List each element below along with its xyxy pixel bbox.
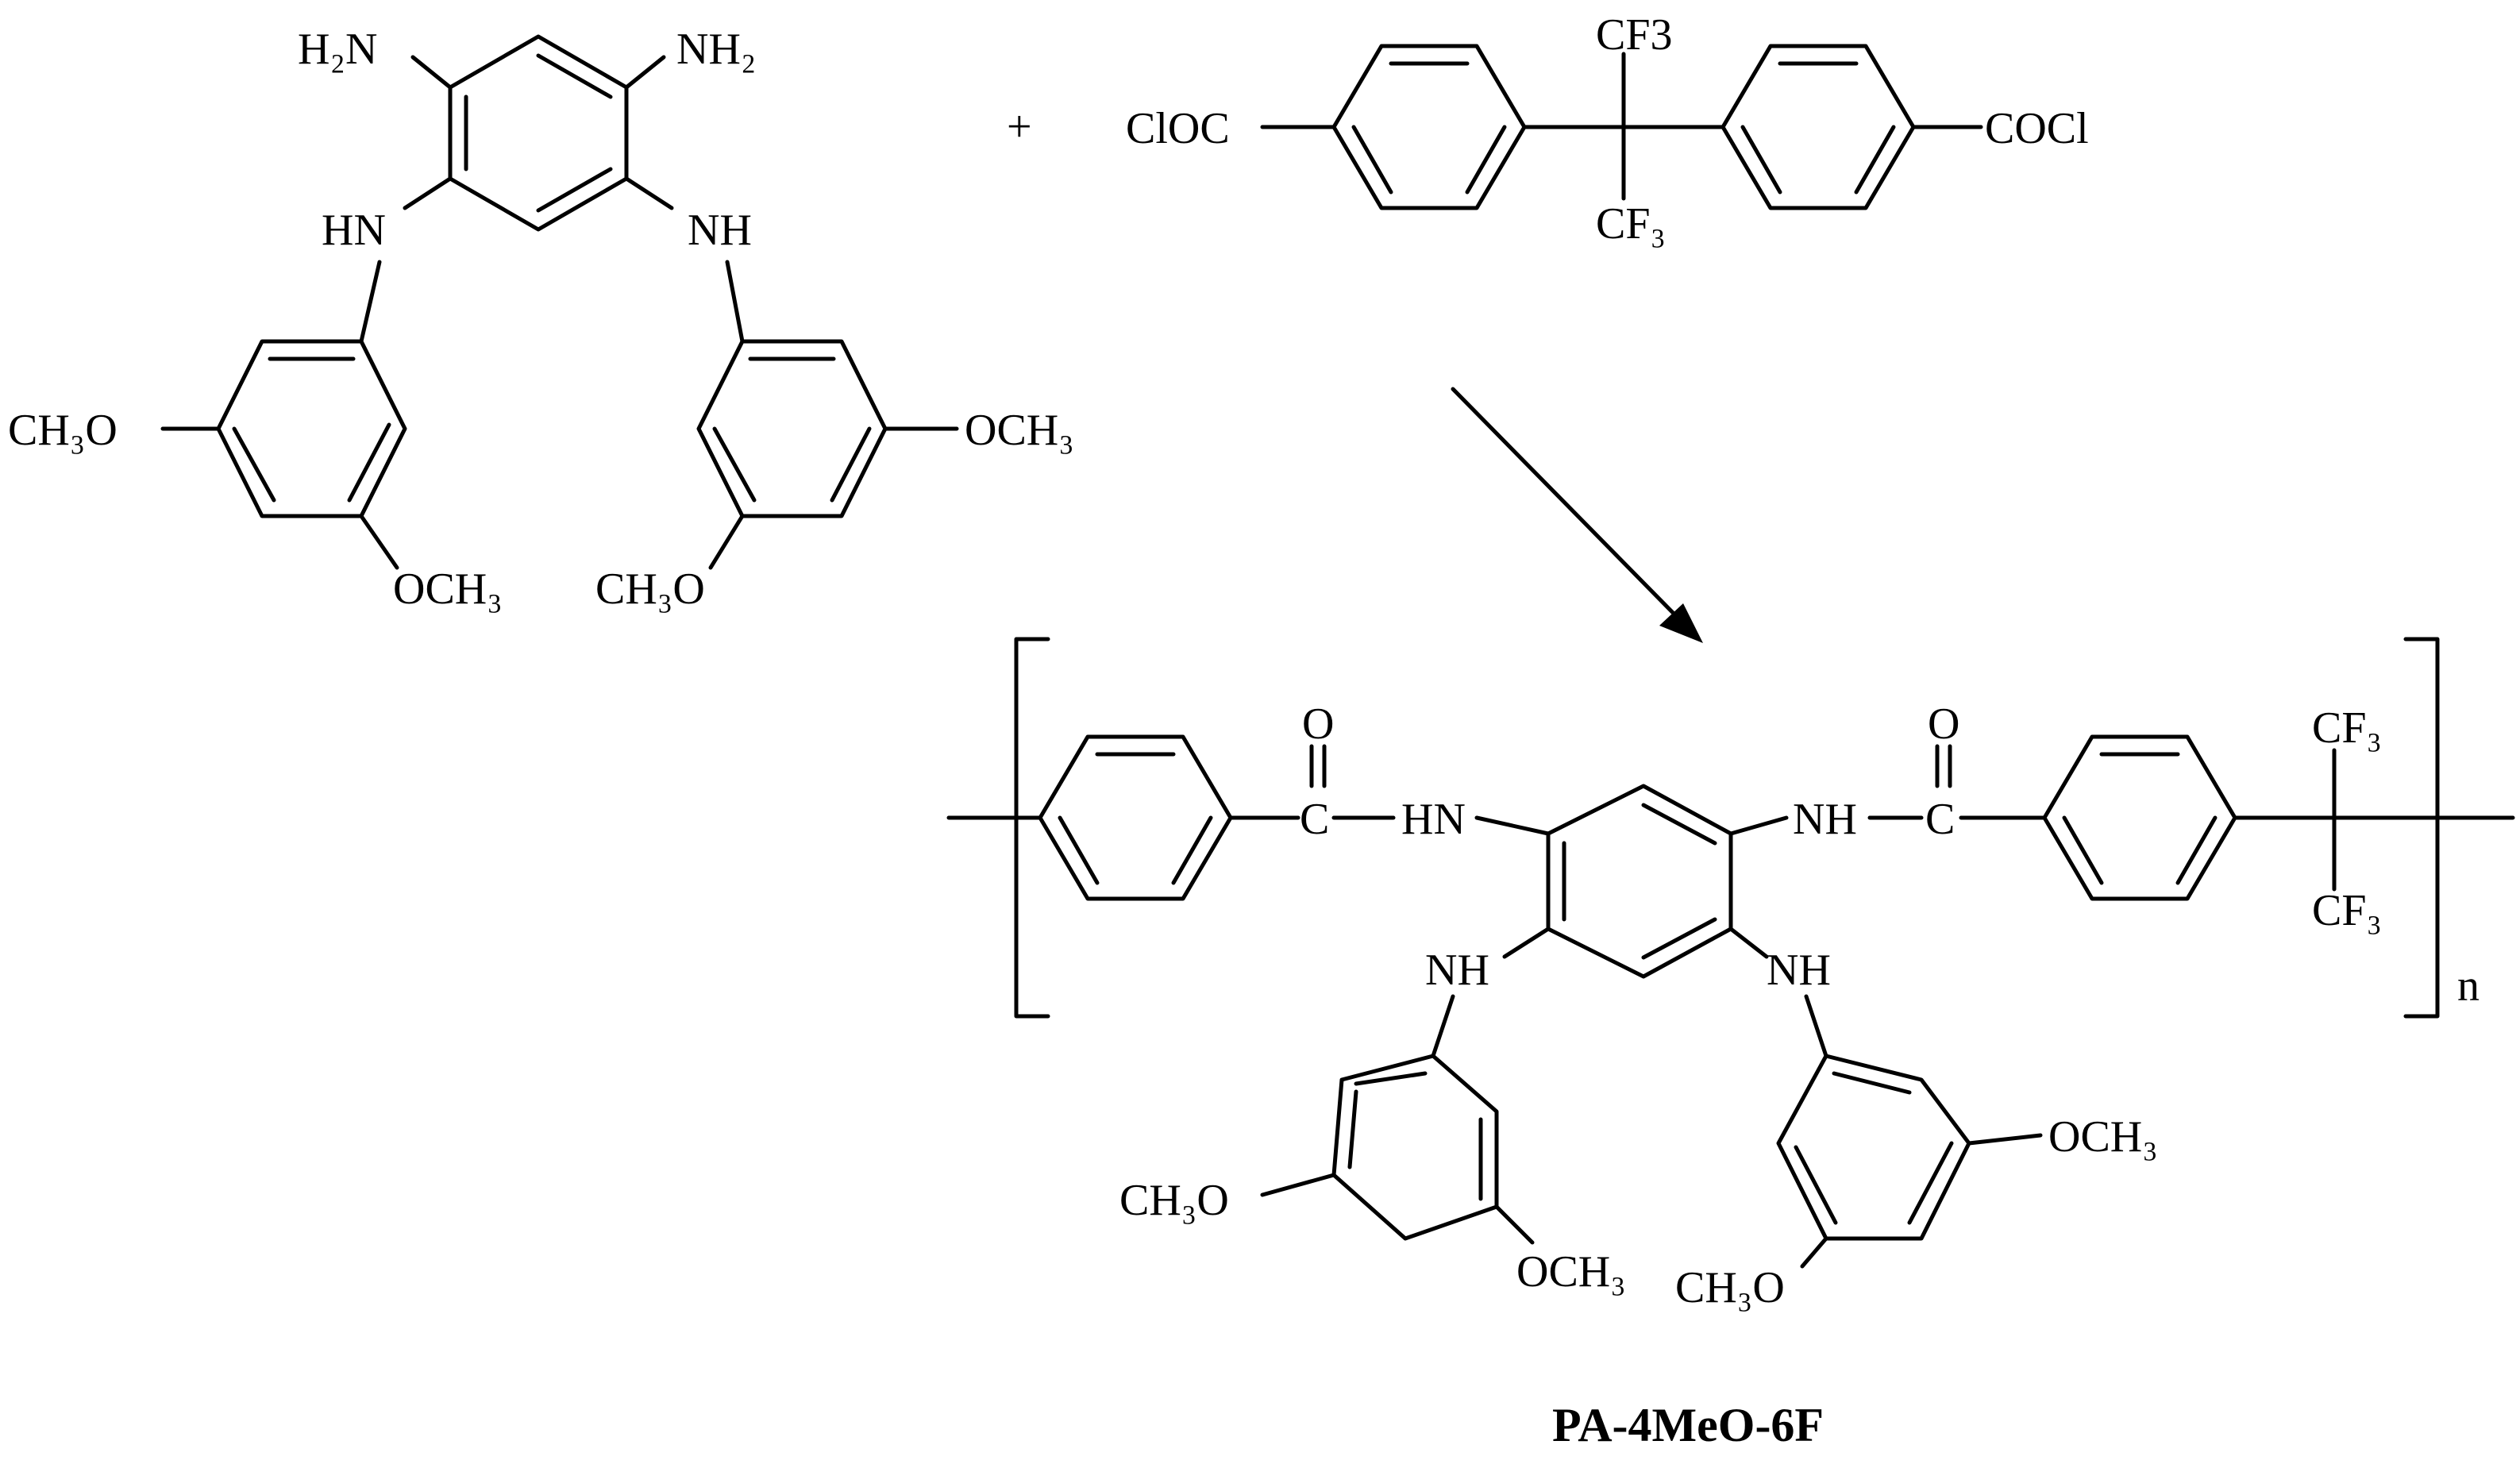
amide-left-label: HN xyxy=(1401,795,1466,844)
methoxy-b1-label: OCH₃ xyxy=(965,406,1074,455)
amine-left-label: H₂N xyxy=(298,25,377,74)
methoxy-a2-label: OCH₃ xyxy=(393,564,503,614)
plus-sign: + xyxy=(1007,102,1032,152)
carbonyl-left-carbon: C xyxy=(1300,795,1329,844)
carbonyl-right-carbon: C xyxy=(1925,795,1955,844)
product-cf3-top-label: CF₃ xyxy=(2312,703,2382,753)
repeat-unit-label: n xyxy=(2457,961,2480,1011)
product-methoxy-a1-label: CH₃O xyxy=(1119,1176,1229,1225)
acyl-left-label: ClOC xyxy=(1126,104,1230,153)
product-central-ring xyxy=(1546,784,1733,979)
methoxy-b2-label: CH₃O xyxy=(595,564,705,614)
product-right-ring xyxy=(2042,734,2237,901)
product-name: PA-4MeO-6F xyxy=(1552,1399,1824,1451)
acyl-right-label: COCl xyxy=(1985,104,2089,153)
carbonyl-right-oxygen: O xyxy=(1928,699,1959,749)
amine-right-label: NH₂ xyxy=(676,25,756,74)
product-cf3-bottom-label: CF₃ xyxy=(2312,886,2382,935)
product-left-ring xyxy=(1038,734,1233,901)
product-imine-right-label: NH xyxy=(1767,946,1831,995)
imine-left-label: HN xyxy=(322,206,386,255)
reactant-acid-chloride: ClOC CF3 CF₃ COCl xyxy=(1126,10,2089,248)
product-imine-left-label: NH xyxy=(1425,946,1489,995)
left-bracket xyxy=(1014,637,1050,1019)
cf3-bottom-label: CF₃ xyxy=(1596,199,1666,248)
diamine-left-aryl-ring xyxy=(216,339,407,518)
reaction-arrow xyxy=(1451,387,1703,643)
acid-chloride-right-ring xyxy=(1720,44,1916,210)
right-bracket xyxy=(2403,637,2440,1019)
product-polymer: n C O HN NH C O CF₃ CF₃ xyxy=(946,637,2515,1312)
product-lower-left-ring xyxy=(1331,1054,1499,1241)
product-methoxy-b2-label: CH₃O xyxy=(1675,1263,1785,1312)
product-lower-right-ring xyxy=(1776,1054,1971,1241)
amide-right-label: NH xyxy=(1793,795,1857,844)
reactant-diamine: H₂N NH₂ HN NH CH₃O OCH₃ OCH₃ CH₃O xyxy=(8,25,1074,614)
imine-right-label: NH xyxy=(688,206,752,255)
product-methoxy-a2-label: OCH₃ xyxy=(1516,1247,1626,1296)
acid-chloride-left-ring xyxy=(1331,44,1527,210)
product-methoxy-b1-label: OCH₃ xyxy=(2048,1112,2158,1162)
diamine-central-ring xyxy=(448,34,629,232)
diamine-right-aryl-ring xyxy=(696,339,888,518)
carbonyl-left-oxygen: O xyxy=(1302,699,1334,749)
methoxy-a1-label: CH₃O xyxy=(8,406,118,455)
cf3-top-label: CF3 xyxy=(1596,10,1673,60)
